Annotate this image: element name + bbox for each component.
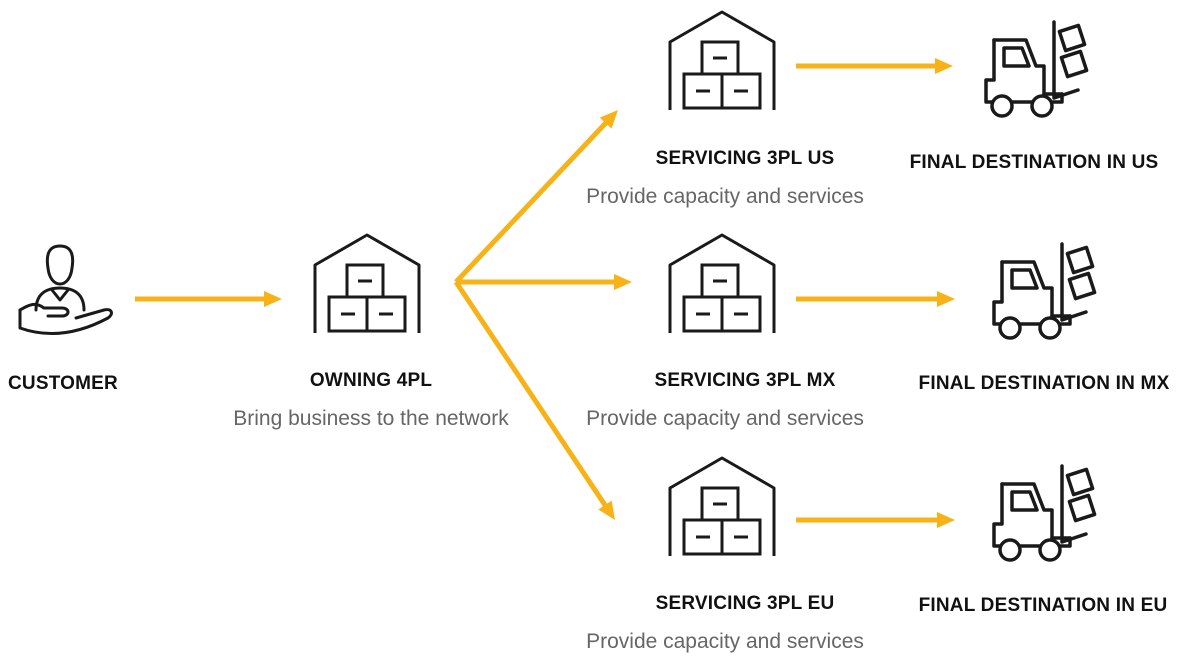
servicing-3pl-us-description: Provide capacity and services [586, 185, 864, 208]
owning-to-eu-arrow [453, 280, 615, 520]
eu-warehouse-icon [668, 456, 776, 558]
customer-label: CUSTOMER [8, 373, 118, 394]
us-forklift-icon [984, 20, 1089, 118]
servicing-3pl-mx-label: SERVICING 3PL MX [654, 370, 836, 391]
final-destination-mx-label: FINAL DESTINATION IN MX [918, 373, 1170, 394]
mx-forklift-icon [992, 242, 1097, 340]
servicing-3pl-mx-description: Provide capacity and services [586, 407, 864, 430]
mx-warehouse-icon [668, 233, 776, 335]
servicing-3pl-eu-description: Provide capacity and services [586, 630, 864, 653]
customer-to-owning-arrow [135, 291, 282, 307]
final-destination-eu-label: FINAL DESTINATION IN EU [918, 595, 1168, 616]
owning-warehouse-icon [313, 233, 421, 335]
servicing-3pl-eu-label: SERVICING 3PL EU [655, 593, 835, 614]
us-to-destination-arrow [796, 58, 953, 74]
owning-to-mx-arrow [456, 274, 632, 290]
mx-to-destination-arrow [796, 291, 955, 307]
eu-to-destination-arrow [796, 512, 955, 528]
eu-forklift-icon [992, 464, 1097, 562]
owning-4pl-label: OWNING 4PL [309, 370, 433, 391]
owning-to-us-arrow [454, 110, 618, 284]
final-destination-us-label: FINAL DESTINATION IN US [909, 152, 1159, 173]
servicing-3pl-us-label: SERVICING 3PL US [655, 148, 835, 169]
owning-4pl-description: Bring business to the network [233, 407, 509, 430]
customer-hand-icon [18, 244, 113, 335]
us-warehouse-icon [668, 10, 776, 112]
